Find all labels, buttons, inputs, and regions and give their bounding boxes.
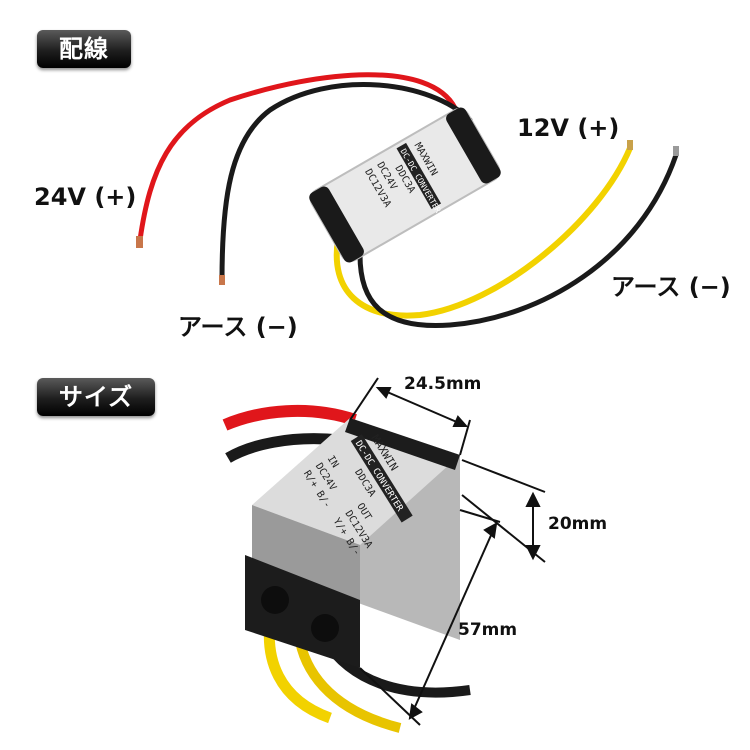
black-wire-input bbox=[219, 82, 473, 283]
bottom-in-label: IN bbox=[325, 454, 341, 470]
yellow-wire-output bbox=[333, 145, 633, 319]
section-badge-size: サイズ bbox=[37, 378, 155, 416]
label-height: 20mm bbox=[548, 514, 608, 534]
converter-top-body bbox=[309, 107, 501, 263]
label-output-ground: アース (−) bbox=[611, 273, 731, 301]
section-badge-wiring: 配線 bbox=[37, 30, 131, 68]
dimension-width bbox=[349, 377, 471, 456]
label-input-ground: アース (−) bbox=[178, 313, 298, 341]
dimension-length bbox=[359, 509, 501, 726]
red-wire-input bbox=[137, 72, 458, 243]
red-wire-bottom bbox=[222, 404, 357, 431]
black-wire-bottom bbox=[225, 433, 341, 463]
label-input-positive: 24V (+) bbox=[34, 183, 137, 211]
label-length: 57mm bbox=[458, 620, 518, 640]
label-width: 24.5mm bbox=[404, 374, 482, 394]
black-wire-output bbox=[357, 152, 679, 329]
label-output-positive: 12V (+) bbox=[517, 114, 620, 142]
dimension-height bbox=[461, 459, 546, 563]
